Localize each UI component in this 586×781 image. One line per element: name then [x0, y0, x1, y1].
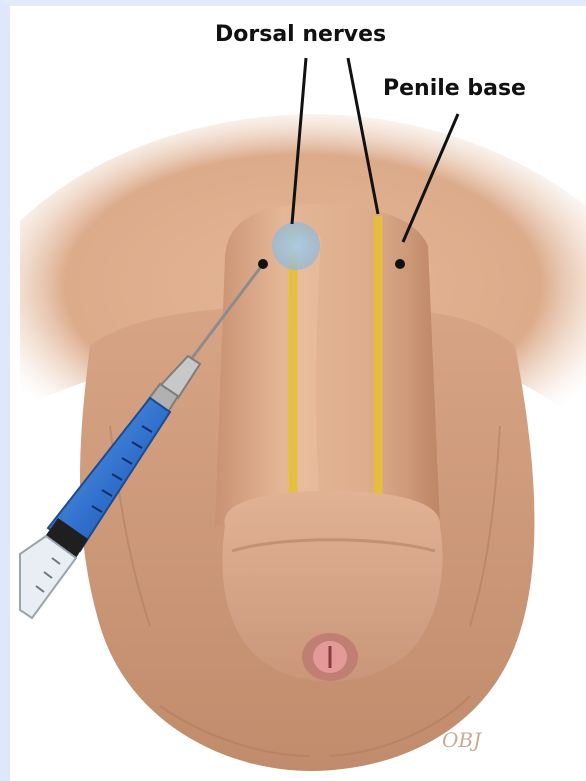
penile-shaft [215, 204, 440, 526]
artist-signature: OBJ [442, 728, 481, 752]
label-penile-base: Penile base [383, 76, 526, 101]
injection-point-left [258, 259, 268, 269]
shaft-highlight [305, 236, 310, 516]
injection-bleb [272, 222, 320, 270]
penile-block-illustration [10, 6, 586, 781]
label-dorsal-nerves: Dorsal nerves [215, 22, 386, 47]
injection-point-right [395, 259, 405, 269]
